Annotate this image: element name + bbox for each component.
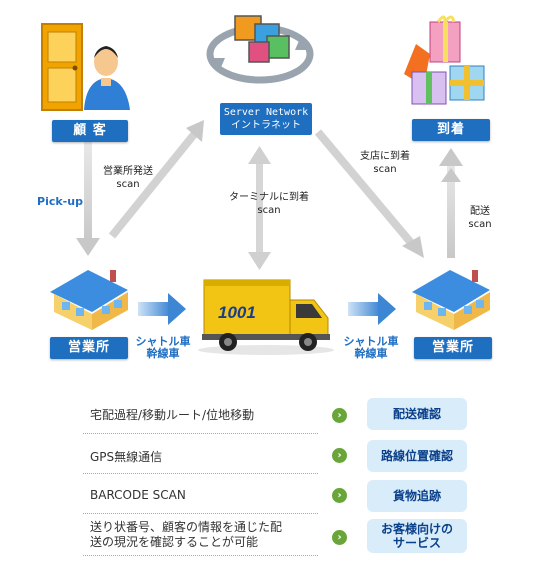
feature-separator bbox=[83, 513, 318, 514]
feature-separator bbox=[83, 433, 318, 434]
office-left-illustration bbox=[50, 270, 128, 330]
shuttle-right-line-2: 幹線車 bbox=[354, 347, 388, 360]
go-arrow-icon[interactable]: › bbox=[332, 448, 347, 463]
truck-icon bbox=[198, 279, 334, 355]
office-right-label: 営業所 bbox=[414, 337, 492, 359]
feature-text-1: 宅配過程/移動ルート/位地移動 bbox=[90, 408, 255, 422]
person-icon bbox=[84, 46, 130, 110]
arrow-customer-to-office bbox=[76, 142, 100, 256]
arrow-server-terminal bbox=[248, 146, 271, 270]
cargo-tracking-button[interactable]: 貨物追跡 bbox=[367, 480, 467, 512]
delivery-check-button[interactable]: 配送確認 bbox=[367, 398, 467, 430]
office-left-label: 営業所 bbox=[50, 337, 128, 359]
terminal-scan-line-2: scan bbox=[257, 205, 281, 216]
go-arrow-icon[interactable]: › bbox=[332, 530, 347, 545]
feature-text-3: BARCODE SCAN bbox=[90, 488, 186, 502]
branch-scan-line-1: 支店に到着 bbox=[360, 151, 410, 162]
shuttle-right-note: シャトル車 幹線車 bbox=[338, 336, 404, 360]
server-label-line-2: イントラネット bbox=[231, 120, 301, 131]
server-label-line-1: Server Network bbox=[223, 107, 309, 118]
send-scan-note: 営業所発送 scan bbox=[92, 165, 164, 191]
terminal-scan-note: ターミナルに到着 scan bbox=[222, 191, 316, 217]
pickup-note: Pick-up bbox=[37, 195, 83, 208]
terminal-scan-line-1: ターミナルに到着 bbox=[229, 192, 309, 203]
go-arrow-icon[interactable]: › bbox=[332, 488, 347, 503]
delivery-scan-line-2: scan bbox=[468, 219, 492, 230]
server-network-illustration bbox=[206, 15, 314, 84]
arrow-branch-to-arrival bbox=[439, 148, 463, 258]
route-position-button[interactable]: 路線位置確認 bbox=[367, 440, 467, 472]
gift-icon bbox=[404, 15, 485, 105]
delivery-check-label: 配送確認 bbox=[392, 407, 441, 421]
gift-boxes-illustration bbox=[404, 15, 485, 105]
arrival-label: 到着 bbox=[412, 119, 490, 141]
feature-text-4: 送り状番号、顧客の情報を通じた配 送の現況を確認することが可能 bbox=[90, 520, 282, 550]
customer-service-line-1: お客様向けの bbox=[380, 522, 453, 536]
arrow-office-to-server bbox=[108, 120, 204, 239]
house-icon bbox=[412, 270, 490, 330]
monitor-icon bbox=[234, 15, 290, 63]
feature-text-4-line-1: 送り状番号、顧客の情報を通じた配 bbox=[90, 520, 283, 534]
arrow-office-to-truck bbox=[138, 293, 186, 325]
shuttle-right-line-1: シャトル車 bbox=[343, 335, 399, 348]
send-scan-line-2: scan bbox=[116, 179, 140, 190]
house-icon bbox=[50, 270, 128, 330]
feature-separator bbox=[83, 555, 318, 556]
delivery-scan-note: 配送 scan bbox=[460, 205, 500, 231]
door-icon bbox=[41, 23, 83, 111]
customer-illustration bbox=[41, 23, 130, 111]
delivery-scan-line-1: 配送 bbox=[470, 206, 490, 217]
send-scan-line-1: 営業所発送 bbox=[103, 166, 153, 177]
server-network-label: Server Network イントラネット bbox=[220, 103, 312, 135]
customer-service-line-2: サービス bbox=[392, 536, 441, 550]
feature-text-4-line-2: 送の現況を確認することが可能 bbox=[90, 535, 259, 549]
office-right-illustration bbox=[412, 270, 490, 330]
route-position-label: 路線位置確認 bbox=[380, 449, 453, 463]
shuttle-left-line-2: 幹線車 bbox=[146, 347, 180, 360]
arrow-truck-to-branch bbox=[348, 293, 396, 325]
go-arrow-icon[interactable]: › bbox=[332, 408, 347, 423]
customer-service-button[interactable]: お客様向けの サービス bbox=[367, 519, 467, 553]
truck-illustration: 1001 bbox=[198, 279, 334, 355]
feature-separator bbox=[83, 473, 318, 474]
feature-text-2: GPS無線通信 bbox=[90, 450, 163, 464]
arrow-server-to-branch bbox=[314, 129, 424, 258]
shuttle-left-line-1: シャトル車 bbox=[135, 335, 191, 348]
customer-label: 顧 客 bbox=[52, 120, 128, 142]
cargo-tracking-label: 貨物追跡 bbox=[392, 489, 441, 503]
branch-scan-note: 支店に到着 scan bbox=[350, 150, 420, 176]
shuttle-left-note: シャトル車 幹線車 bbox=[130, 336, 196, 360]
truck-number: 1001 bbox=[218, 303, 256, 322]
branch-scan-line-2: scan bbox=[373, 164, 397, 175]
